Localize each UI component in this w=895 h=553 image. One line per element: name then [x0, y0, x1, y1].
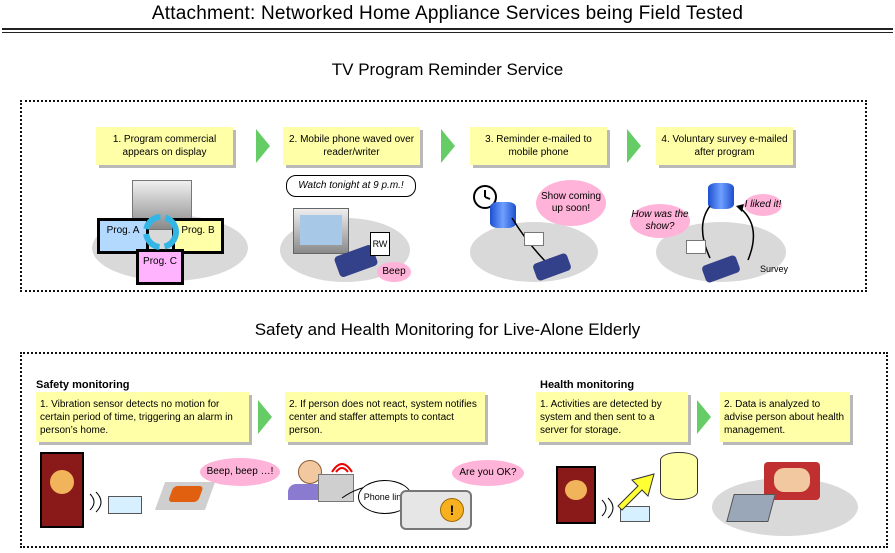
server-database-icon [660, 452, 698, 500]
safety-heading: Safety monitoring [36, 379, 130, 391]
show-coming-bubble: Show coming up soon! [536, 180, 606, 226]
reader-writer-icon: RW [370, 232, 390, 256]
safety-step-2: 2. If person does not react, system noti… [285, 392, 485, 442]
alarm-speaker-icon [154, 482, 216, 510]
arrow-right-icon [256, 129, 270, 163]
tv-step-1: 1. Program commercial appears on display [96, 127, 233, 165]
title-rule-thick [2, 28, 893, 30]
vibration-sensor-icon [108, 496, 142, 514]
computer-icon [318, 474, 354, 502]
tv-section-title: TV Program Reminder Service [331, 60, 564, 79]
cycle-arrows-icon [143, 214, 179, 250]
survey-label: Survey [760, 264, 789, 274]
laptop-icon [726, 494, 776, 522]
arrow-right-icon [258, 400, 272, 434]
prog-a-box: Prog. A [97, 218, 149, 254]
safety-step-1: 1. Vibration sensor detects no motion fo… [36, 392, 249, 442]
door-icon [40, 452, 84, 528]
elder-section-title: Safety and Health Monitoring for Live-Al… [254, 320, 641, 339]
server-database-icon [490, 202, 516, 228]
door-icon [556, 466, 596, 524]
tv-display-icon [293, 208, 349, 254]
beep-bubble: Beep [377, 262, 411, 282]
prog-c-box: Prog. C [136, 249, 184, 285]
health-step-2: 2. Data is analyzed to advise person abo… [720, 392, 850, 442]
elder-section-frame [20, 352, 888, 548]
arrow-right-icon [627, 129, 641, 163]
envelope-icon [524, 232, 544, 246]
tv-step-3: 3. Reminder e-mailed to mobile phone [470, 127, 607, 165]
vibration-waves-icon [601, 497, 614, 519]
beep-beep-bubble: Beep, beep …! [200, 458, 280, 486]
clock-icon [473, 185, 497, 209]
how-was-show-bubble: How was the show? [630, 204, 690, 238]
vibration-waves-icon [89, 491, 102, 513]
tv-step-4: 4. Voluntary survey e-mailed after progr… [656, 127, 793, 165]
are-you-ok-bubble: Are you OK? [452, 460, 524, 486]
health-heading: Health monitoring [540, 379, 635, 391]
family-photo-icon [764, 462, 820, 500]
watch-speech-bubble: Watch tonight at 9 p.m.! [286, 175, 416, 197]
signal-waves-icon [331, 463, 353, 473]
title-rule-thin [2, 32, 893, 33]
tv-step-2: 2. Mobile phone waved over reader/writer [283, 127, 420, 165]
envelope-icon [686, 240, 706, 254]
arrow-right-icon [441, 129, 455, 163]
upload-arrow-icon [617, 473, 655, 511]
home-terminal-icon: ! [400, 490, 472, 530]
vibration-sensor-icon [620, 506, 650, 522]
arrow-right-icon [697, 400, 711, 434]
survey-cycle-arrows-icon [701, 204, 755, 261]
page-title: Attachment: Networked Home Appliance Ser… [151, 3, 744, 24]
tv-section-frame [20, 100, 867, 292]
liked-it-bubble: I liked it! [744, 194, 782, 216]
server-database-icon [708, 183, 734, 209]
health-step-1: 1. Activities are detected by system and… [536, 392, 688, 442]
